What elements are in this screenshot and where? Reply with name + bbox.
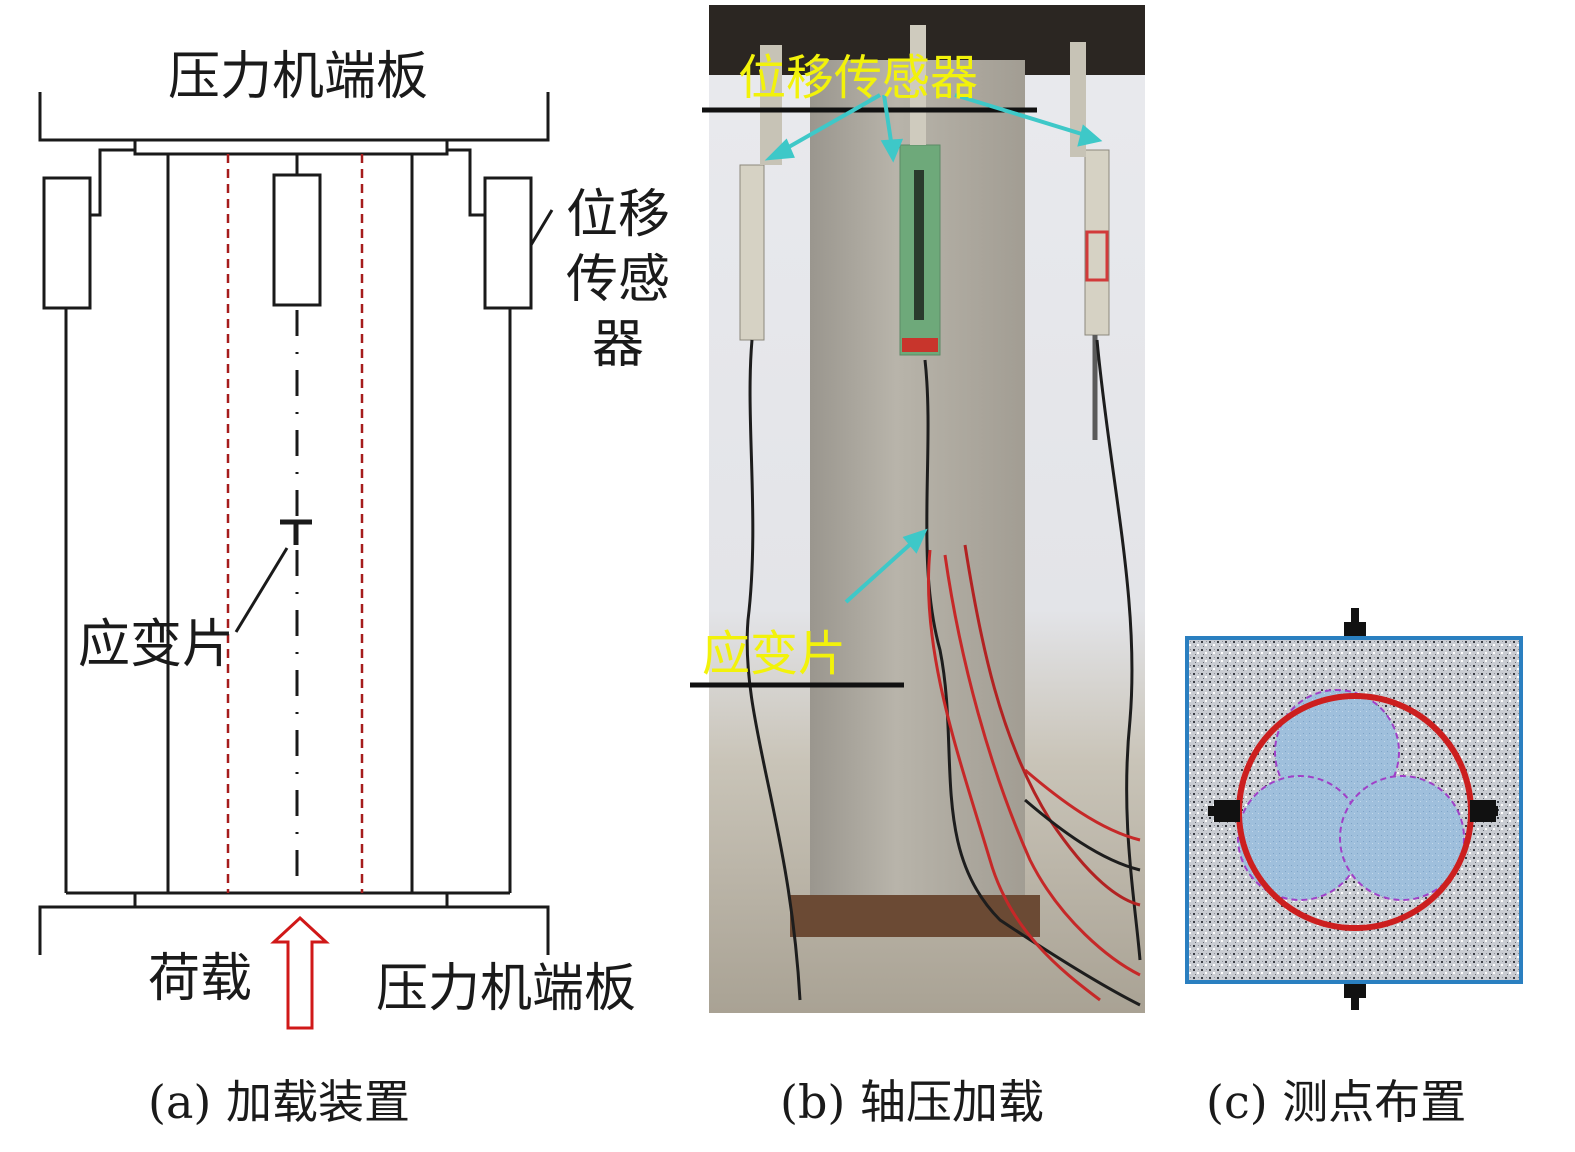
- load-label: 荷载: [148, 949, 253, 1009]
- caption-a: (a) 加载装置: [148, 1075, 410, 1129]
- right-sensor-body: [483, 176, 533, 310]
- sensor-label-photo: 位移传感器: [738, 50, 979, 106]
- sensor-leader-line: [529, 209, 554, 246]
- bottom-plate-label: 压力机端板: [376, 959, 637, 1019]
- right-sensor-photo: [1084, 149, 1110, 336]
- sensor-label-line-1: 位移: [566, 185, 671, 245]
- left-sensor-bracket: [90, 148, 135, 217]
- load-arrow: [270, 915, 330, 1030]
- left-sensor-photo: [739, 164, 765, 341]
- inner-tube-right: [1339, 775, 1465, 901]
- top-plate-label: 压力机端板: [168, 47, 429, 107]
- caption-b: (b) 轴压加载: [780, 1075, 1044, 1129]
- gauge-top: [1344, 622, 1366, 636]
- top-cap-plate: [133, 138, 449, 156]
- strain-gauge-label-a: 应变片: [78, 615, 235, 675]
- left-sensor-body: [42, 176, 92, 310]
- column-base-photo: [790, 895, 1040, 937]
- caption-c: (c) 测点布置: [1206, 1075, 1467, 1129]
- strain-gauge-leader: [234, 547, 289, 633]
- right-sensor-bracket: [447, 148, 485, 217]
- bottom-press-plate: [38, 905, 550, 955]
- strain-gauge-label-photo: 应变片: [702, 626, 847, 682]
- gauge-right: [1470, 800, 1496, 822]
- sensor-label-line-2: 传感: [566, 250, 671, 310]
- gauge-left: [1214, 800, 1240, 822]
- sensor-label-line-3: 器: [592, 315, 645, 375]
